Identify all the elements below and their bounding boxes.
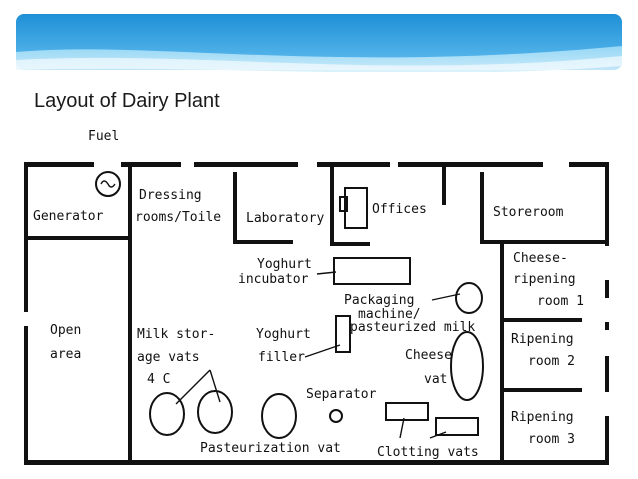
interior-walls <box>26 165 605 460</box>
label-offices: Offices <box>372 202 427 217</box>
cheese-vat <box>450 331 484 401</box>
label-milk-storage-3: 4 C <box>147 372 170 387</box>
label-dressing-1: Dressing <box>139 188 202 203</box>
label-cheese-ripening-1: Cheese- <box>513 251 568 266</box>
label-cheese-ripening-3: room 1 <box>537 294 584 309</box>
label-generator: Generator <box>33 209 104 224</box>
packaging-machine <box>455 282 483 314</box>
label-milk-storage-2: age vats <box>137 350 200 365</box>
offices-desk <box>344 187 368 229</box>
label-milk-storage-1: Milk stor- <box>137 327 215 342</box>
header-banner <box>16 14 622 72</box>
label-cheese-vat-1: Cheese <box>405 348 452 363</box>
label-ripening-2b: room 2 <box>528 354 575 369</box>
separator <box>329 409 343 423</box>
label-open-area-2: area <box>50 347 81 362</box>
equipment <box>95 171 484 439</box>
label-cheese-vat-2: vat <box>424 372 447 387</box>
label-ripening-3b: room 3 <box>528 432 575 447</box>
label-storeroom: Storeroom <box>493 205 564 220</box>
label-yoghurt-filler-2: filler <box>258 350 305 365</box>
leader-lines <box>175 271 461 439</box>
yoghurt-incubator <box>333 257 411 285</box>
label-yoghurt-incubator-2: incubator <box>238 272 309 287</box>
label-ripening-3a: Ripening <box>511 410 574 425</box>
label-packaging-2: machine/ <box>358 307 421 322</box>
label-cheese-ripening-2: ripening <box>513 272 576 287</box>
room-labels: Fuel Generator Dressing rooms/Toile Labo… <box>33 129 584 460</box>
label-pasteurization: Pasteurization vat <box>200 441 341 456</box>
label-separator: Separator <box>306 387 377 402</box>
pasteurization-vat <box>261 393 297 439</box>
label-open-area-1: Open <box>50 323 81 338</box>
slide-title: Layout of Dairy Plant <box>34 90 220 112</box>
label-fuel: Fuel <box>88 129 119 144</box>
label-packaging-1: Packaging <box>344 293 414 308</box>
label-packaging-3: pasteurized milk <box>350 320 475 335</box>
fuel-tank <box>95 171 121 197</box>
label-dressing-2: rooms/Toile <box>135 210 221 225</box>
milk-storage-vat-2 <box>197 390 233 434</box>
label-clotting: Clotting vats <box>377 445 479 460</box>
clotting-vat-1 <box>385 402 429 421</box>
label-ripening-2a: Ripening <box>511 332 574 347</box>
milk-storage-vat-1 <box>149 392 185 436</box>
label-yoghurt-incubator-1: Yoghurt <box>257 257 312 272</box>
label-yoghurt-filler-1: Yoghurt <box>256 327 311 342</box>
clotting-vat-2 <box>435 417 479 436</box>
yoghurt-filler <box>335 315 351 353</box>
label-laboratory: Laboratory <box>246 211 324 226</box>
